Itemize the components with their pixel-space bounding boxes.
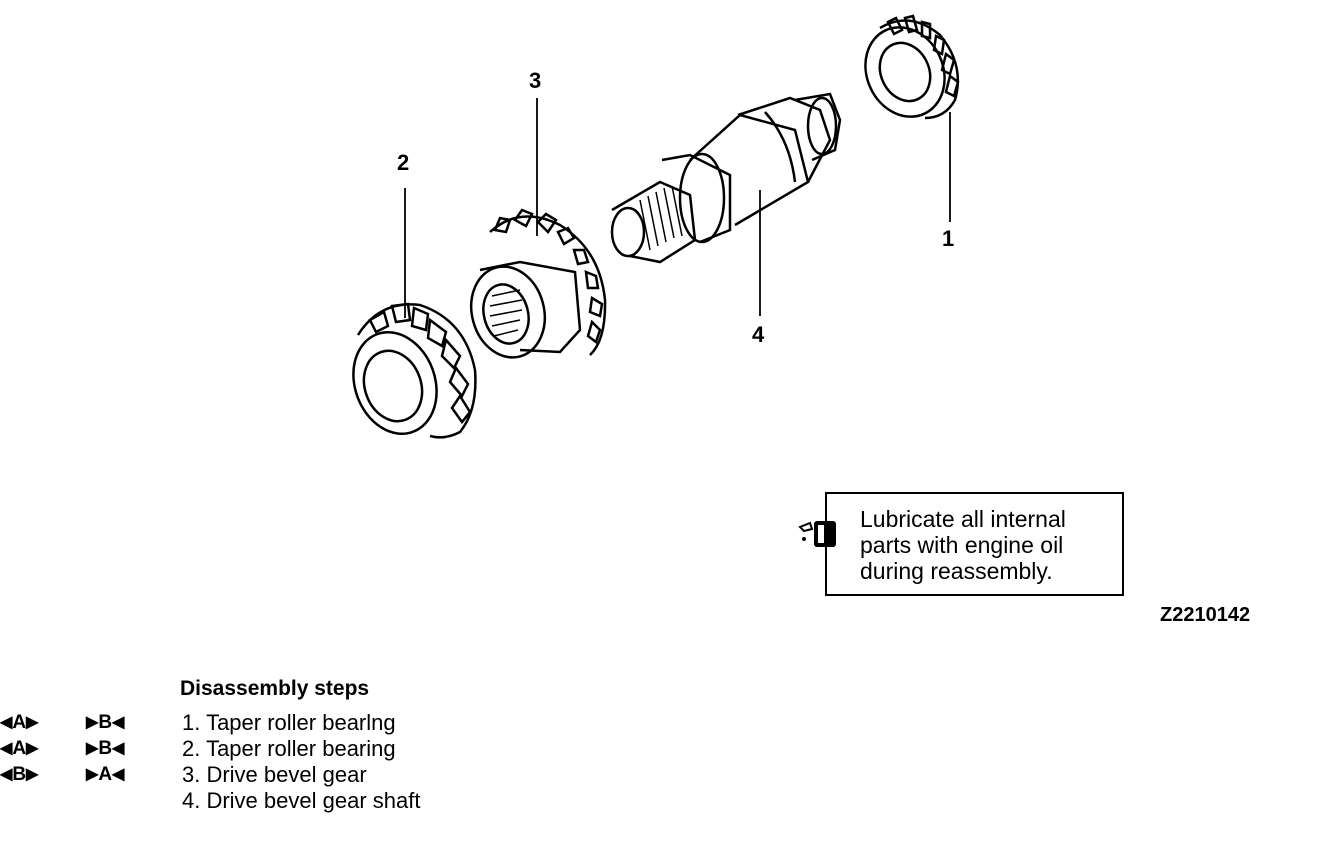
- installation-mark: ▶A◀: [86, 764, 125, 785]
- callout-1: 1: [942, 226, 955, 251]
- steps-title: Disassembly steps: [180, 677, 370, 700]
- step-item: 2. Taper roller bearing: [182, 736, 396, 761]
- service-marks: ◀A▶ ▶B◀ ◀A▶ ▶B◀ ◀B▶ ▶A◀: [0, 710, 170, 788]
- removal-mark: ◀A▶: [0, 712, 39, 733]
- step-item: 1. Taper roller bearlng: [182, 710, 396, 735]
- taper-roller-bearing-1: [864, 14, 960, 120]
- note-line: during reassembly.: [860, 558, 1053, 584]
- installation-mark: ▶B◀: [86, 712, 125, 733]
- steps-list: 1. Taper roller bearlng 2. Taper roller …: [182, 710, 420, 814]
- mark-row: ◀A▶ ▶B◀: [0, 736, 170, 762]
- drive-bevel-gear-shaft: [610, 92, 842, 264]
- installation-mark: ▶B◀: [86, 738, 125, 759]
- taper-roller-bearing-2: [352, 302, 477, 439]
- figure-id: Z2210142: [1160, 604, 1251, 626]
- note-line: Lubricate all internal: [860, 506, 1066, 532]
- note-line: parts with engine oil: [860, 532, 1064, 558]
- lubrication-note-box: [825, 492, 1124, 596]
- lubrication-note-text: Lubricate all internal parts with engine…: [860, 506, 1110, 584]
- step-item: 3. Drive bevel gear: [182, 762, 367, 787]
- removal-mark: ◀A▶: [0, 738, 39, 759]
- mark-row: ◀B▶ ▶A◀: [0, 762, 170, 788]
- oil-can-icon: [798, 521, 836, 547]
- drive-bevel-gear: [469, 208, 607, 359]
- step-item: 4. Drive bevel gear shaft: [182, 788, 421, 813]
- mark-row: ◀A▶ ▶B◀: [0, 710, 170, 736]
- callout-4: 4: [752, 322, 765, 347]
- callout-3: 3: [529, 68, 542, 93]
- callout-2: 2: [397, 150, 410, 175]
- removal-mark: ◀B▶: [0, 764, 39, 785]
